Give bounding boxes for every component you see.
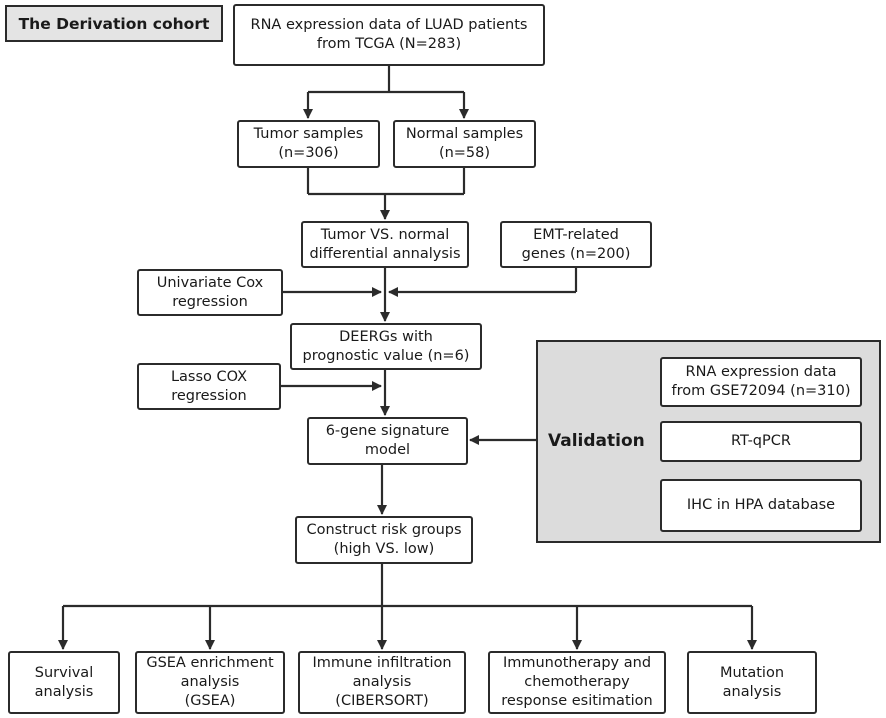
tcga-data-box: RNA expression data of LUAD patients fro… [233,4,545,66]
emt-genes-box: EMT-related genes (n=200) [500,221,652,268]
immune-infiltration-box: Immune infiltration analysis (CIBERSORT) [298,651,466,714]
signature-model-box: 6-gene signature model [307,417,468,465]
cohort-title: The Derivation cohort [5,5,223,42]
validation-item-gse72094: RNA expression data from GSE72094 (n=310… [660,357,862,407]
survival-analysis-box: Survival analysis [8,651,120,714]
validation-item-ihc-hpa: IHC in HPA database [660,479,862,532]
normal-samples-box: Normal samples (n=58) [393,120,536,168]
gsea-analysis-box: GSEA enrichment analysis (GSEA) [135,651,285,714]
deergs-box: DEERGs with prognostic value (n=6) [290,323,482,370]
tumor-samples-box: Tumor samples (n=306) [237,120,380,168]
validation-panel: Validation RNA expression data from GSE7… [536,340,881,543]
validation-item-rt-qpcr: RT-qPCR [660,421,862,462]
lasso-cox-box: Lasso COX regression [137,363,281,410]
validation-label: Validation [548,431,645,451]
mutation-analysis-box: Mutation analysis [687,651,817,714]
immunotherapy-response-box: Immunotherapy and chemotherapy response … [488,651,666,714]
differential-analysis-box: Tumor VS. normal differential annalysis [301,221,469,268]
univariate-cox-box: Univariate Cox regression [137,269,283,316]
risk-groups-box: Construct risk groups (high VS. low) [295,516,473,564]
